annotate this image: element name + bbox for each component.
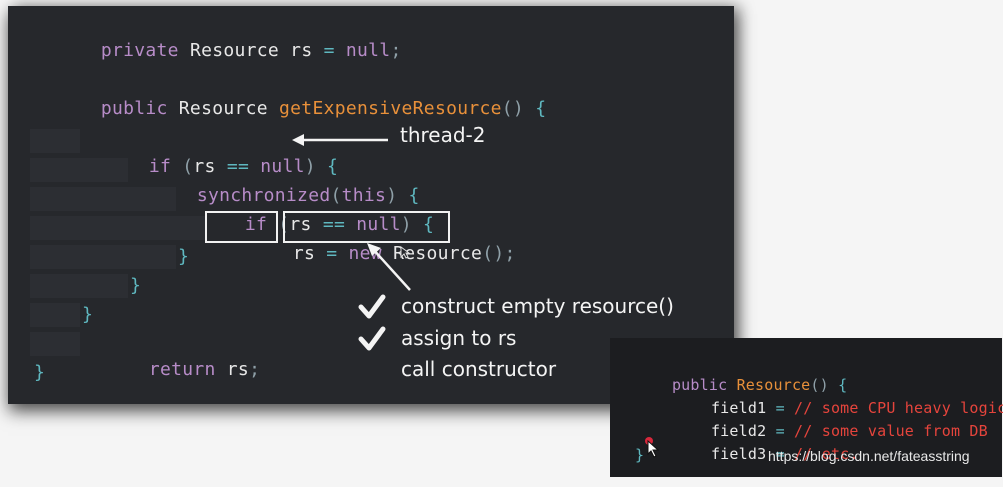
keyword-if: if xyxy=(244,214,279,235)
parens-semicolon: (); xyxy=(482,243,516,264)
closing-brace-outer-if: } xyxy=(82,304,94,325)
parens: () xyxy=(810,376,829,394)
indent-guide xyxy=(30,274,128,298)
paren-close: ) xyxy=(386,185,398,206)
keyword-public: public xyxy=(671,376,737,394)
watermark-url: https://blog.csdn.net/fateasstring xyxy=(768,448,970,464)
cursor-highlight-icon xyxy=(645,437,653,445)
operator-assign: = xyxy=(775,422,795,440)
comment: // etc. xyxy=(794,445,859,463)
slide-area: private Resource rs = null; public Resou… xyxy=(8,6,734,404)
field-name: field1 xyxy=(710,399,776,417)
constructor-name: Resource xyxy=(736,376,811,394)
step-assign: assign to rs xyxy=(401,326,517,350)
var-rs: rs xyxy=(226,359,250,380)
field-name: field2 xyxy=(710,422,776,440)
highlight-box-assign xyxy=(205,211,278,243)
open-brace: { xyxy=(315,156,339,177)
closing-brace-method: } xyxy=(34,362,46,383)
code-line-outer-if: if (rs == null) { xyxy=(82,128,338,177)
indent-guide xyxy=(30,303,80,327)
comment: // some CPU heavy logic xyxy=(794,399,1003,417)
operator-equals: == xyxy=(322,214,346,235)
highlight-box-new-resource xyxy=(283,211,450,243)
keyword-return: return xyxy=(148,359,227,380)
constructor-signature: public Resource() { xyxy=(635,352,847,394)
code-line-inner-if: if ( rs == null) { xyxy=(178,186,434,235)
indent-guide xyxy=(30,216,206,240)
operator-assign: = xyxy=(775,445,795,463)
code-line-return: return rs; xyxy=(82,331,260,380)
type-resource: Resource xyxy=(189,40,280,61)
constructor-panel: public Resource() { field1 = // some CPU… xyxy=(610,338,1003,477)
operator-assign: = xyxy=(323,40,335,61)
checkmark-icon xyxy=(358,294,386,319)
keyword-private: private xyxy=(100,40,190,61)
comment: // some value from DB xyxy=(794,422,988,440)
return-type: Resource xyxy=(178,98,280,119)
checkmark-icon xyxy=(358,326,386,351)
mouse-cursor-icon xyxy=(647,440,659,458)
step-call-constructor: call constructor xyxy=(401,357,557,381)
operator-assign: = xyxy=(775,399,795,417)
keyword-this: this xyxy=(341,185,387,206)
open-brace: { xyxy=(397,185,420,206)
field1-line: field1 = // some CPU heavy logic xyxy=(674,375,1003,417)
field2-line: field2 = // some value from DB xyxy=(674,398,988,440)
literal-null: null xyxy=(345,214,401,235)
keyword-if: if xyxy=(148,156,183,177)
open-brace: { xyxy=(828,376,848,394)
method-name: getExpensiveResource xyxy=(279,98,502,119)
open-brace: { xyxy=(411,214,435,235)
literal-null: null xyxy=(334,40,391,61)
field-name: field3 xyxy=(710,445,776,463)
code-line-method-signature: public Resource getExpensiveResource() { xyxy=(34,70,546,119)
indent-guide xyxy=(30,187,176,211)
var-rs: rs xyxy=(193,156,227,177)
closing-brace-inner-if: } xyxy=(178,246,190,267)
semicolon: ; xyxy=(249,359,261,380)
indent-guide xyxy=(30,332,80,356)
keyword-synchronized: synchronized xyxy=(196,185,331,206)
paren-open: ( xyxy=(330,185,342,206)
paren-open: ( xyxy=(182,156,194,177)
step-construct: construct empty resource() xyxy=(401,294,674,318)
var-rs: rs xyxy=(279,40,324,61)
closing-brace-synchronized: } xyxy=(130,275,142,296)
code-line-field-declaration: private Resource rs = null; xyxy=(34,12,402,61)
code-panel: private Resource rs = null; public Resou… xyxy=(8,6,734,404)
thread-2-label: thread-2 xyxy=(400,123,486,147)
indent-guide xyxy=(30,129,80,153)
indent-guide xyxy=(30,245,176,269)
thread-arrow-icon xyxy=(292,134,388,146)
closing-brace-constructor: } xyxy=(635,446,645,464)
open-brace: { xyxy=(524,98,547,119)
field3-line: field3 = // etc. xyxy=(674,421,859,463)
mouse-cursor-icon xyxy=(400,246,410,259)
code-line-synchronized: synchronized(this) { xyxy=(130,157,420,206)
indent-guide xyxy=(30,158,128,182)
var-rs: rs xyxy=(292,243,327,264)
operator-assign: = xyxy=(326,243,349,264)
var-rs: rs xyxy=(289,214,323,235)
keyword-public: public xyxy=(100,98,179,119)
parens: () xyxy=(501,98,525,119)
pointer-arrow-icon xyxy=(367,243,411,291)
paren-close: ) xyxy=(400,214,412,235)
paren-close: ) xyxy=(304,156,316,177)
semicolon: ; xyxy=(390,40,402,61)
constructor-resource: Resource xyxy=(393,243,483,264)
operator-equals: == xyxy=(226,156,250,177)
literal-null: null xyxy=(249,156,305,177)
